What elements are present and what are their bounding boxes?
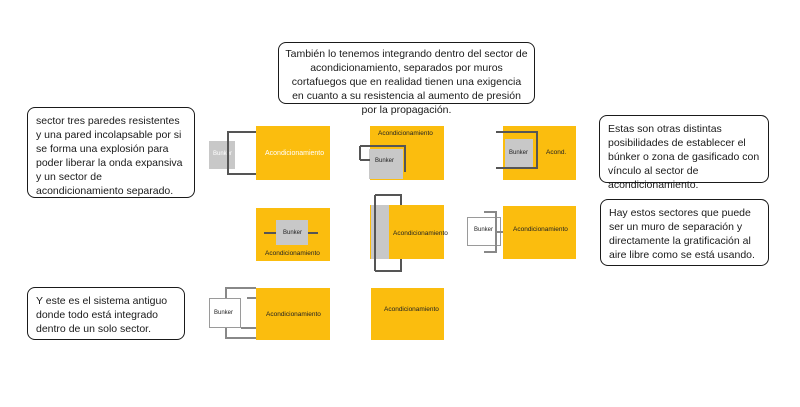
acondicionamiento-label-7: Acond. bbox=[546, 149, 567, 156]
acondicionamiento-block-3 bbox=[256, 288, 330, 340]
acondicionamiento-block-8 bbox=[503, 206, 576, 259]
acondicionamiento-label-2: Acondicionamiento bbox=[265, 250, 320, 257]
bunker-block-3 bbox=[209, 298, 241, 328]
acondicionamiento-label-8: Acondicionamiento bbox=[513, 226, 568, 233]
acondicionamiento-label-4: Acondicionamiento bbox=[378, 130, 433, 137]
callout-left-top: sector tres paredes resistentes y una pa… bbox=[27, 107, 195, 198]
bunker-label-1: Bunker bbox=[213, 151, 233, 157]
wall-d3 bbox=[225, 287, 256, 339]
bunker-label-7: Bunker bbox=[509, 150, 529, 156]
bunker-block-1 bbox=[209, 141, 235, 169]
wall-d5 bbox=[374, 194, 402, 272]
wall-d7 bbox=[496, 131, 538, 169]
bunker-label-8: Bunker bbox=[474, 227, 494, 233]
bunker-label-3: Bunker bbox=[214, 310, 234, 316]
callout-top: También lo tenemos integrando dentro del… bbox=[278, 42, 535, 116]
wall-d4 bbox=[359, 145, 406, 172]
callout-right-mid: Hay estos sectores que puede ser un muro… bbox=[600, 199, 769, 266]
wall-d8 bbox=[484, 211, 503, 253]
callout-left-bottom: Y este es el sistema antiguo donde todo … bbox=[27, 287, 185, 340]
bunker-label-4: Bunker bbox=[375, 158, 395, 164]
acondicionamiento-block-1 bbox=[256, 126, 330, 180]
callout-right-top: Estas son otras distintas posibilidades … bbox=[599, 115, 769, 191]
bunker-block-7 bbox=[505, 139, 533, 168]
acondicionamiento-label-1: Acondicionamiento bbox=[265, 150, 325, 157]
acondicionamiento-label-6: Acondicionamiento bbox=[384, 306, 439, 313]
bunker-block-2 bbox=[276, 220, 308, 245]
bunker-block-4 bbox=[369, 149, 403, 179]
acondicionamiento-label-5: Acondicionamiento bbox=[393, 230, 448, 237]
wall-d1 bbox=[227, 131, 256, 175]
bunker-label-2: Bunker bbox=[283, 230, 303, 236]
acondicionamiento-label-3: Acondicionamiento bbox=[266, 311, 321, 318]
acondicionamiento-block-6 bbox=[371, 288, 444, 340]
